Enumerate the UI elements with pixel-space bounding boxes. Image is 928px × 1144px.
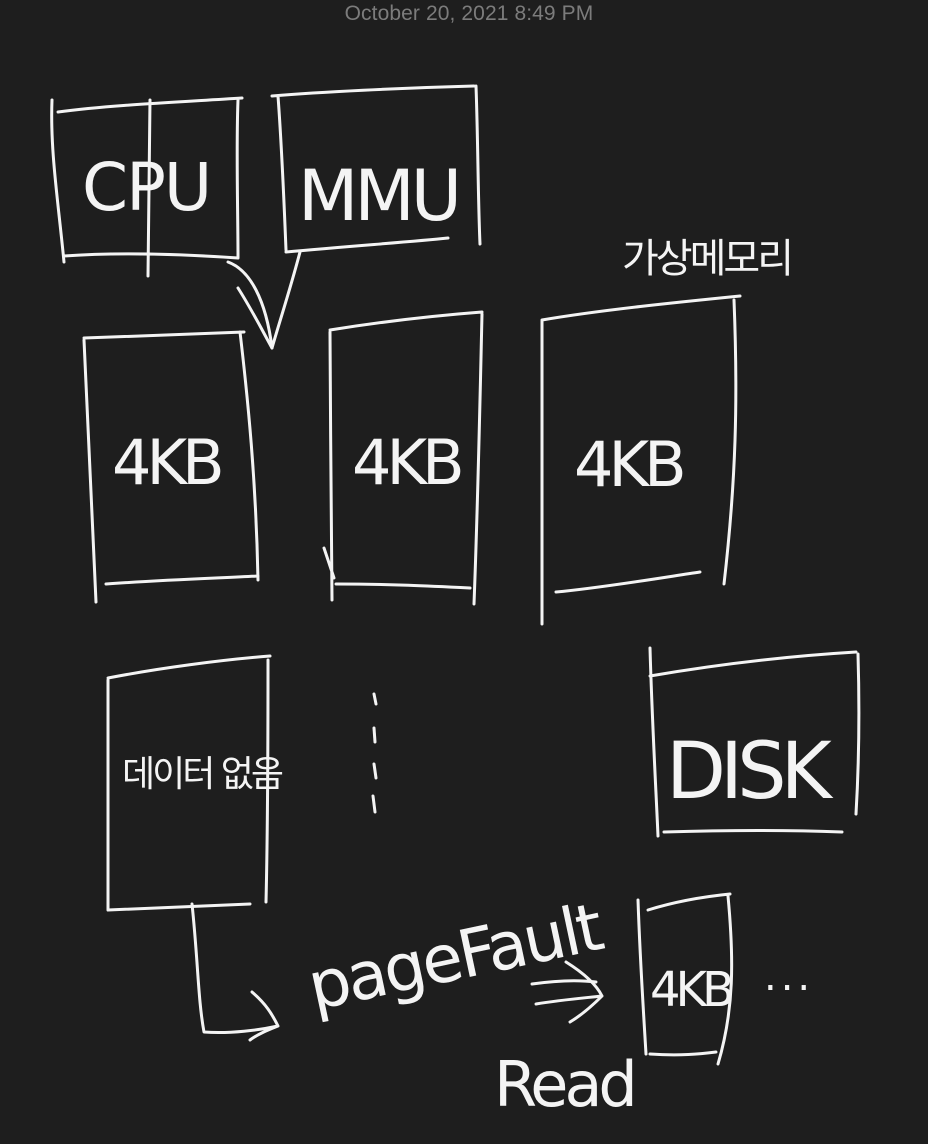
page-frame-2 (322, 310, 484, 606)
page-frame-1 (82, 330, 260, 604)
page-frame-3 (540, 294, 742, 626)
disk-page-frame (636, 892, 734, 1066)
disk-label: DISK (666, 727, 834, 817)
read-label: Read (494, 1048, 634, 1121)
implies-arrow-icon (530, 960, 604, 1024)
data-none-label: 데이터 없음 (122, 754, 283, 795)
page-1-label: 4KB (112, 426, 221, 499)
page-3-label: 4KB (574, 428, 683, 501)
trailing-ellipsis: ... (764, 954, 814, 1000)
virtual-memory-label: 가상메모리 (622, 236, 791, 282)
disk-box (648, 646, 861, 838)
cpu-label: CPU (82, 149, 210, 226)
vertical-ellipsis-icon (371, 692, 378, 814)
empty-page-frame (106, 654, 272, 912)
mmu-box (270, 84, 482, 254)
page-fault-arrow-icon (190, 902, 280, 1042)
cpu-box (50, 96, 244, 278)
arrow-to-page-icon (226, 250, 302, 350)
disk-page-label: 4KB (650, 962, 732, 1018)
mmu-label: MMU (298, 155, 458, 237)
page-fault-label: pageFault (301, 888, 609, 1025)
note-timestamp: October 20, 2021 8:49 PM (344, 2, 594, 25)
page-2-label: 4KB (352, 426, 461, 499)
